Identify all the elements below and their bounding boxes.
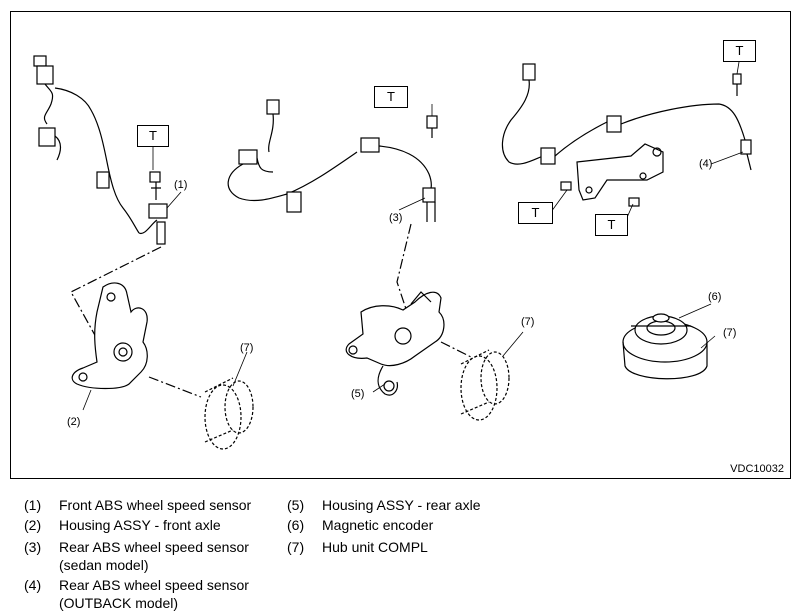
exploded-view-drawing [33, 55, 752, 450]
legend-text: Housing ASSY - front axle [59, 517, 221, 533]
diagram-frame: T T T T T (1) (2) (3) (4) (5) (6) (7) (7… [10, 11, 791, 479]
legend-num: (6) [287, 517, 305, 533]
legend-text: Magnetic encoder [322, 517, 434, 533]
rear-guide-line-2 [440, 341, 472, 358]
figure-id: VDC10032 [730, 463, 784, 475]
callout-2: (2) [67, 416, 81, 428]
rear-hub-unit [460, 349, 510, 421]
torque-box-front: T [137, 125, 169, 147]
legend-text: Front ABS wheel speed sensor [59, 497, 252, 513]
rear-abs-sensor-sedan [227, 99, 438, 222]
torque-box-sedan: T [374, 86, 408, 108]
rear-axle-housing [345, 291, 445, 396]
legend-num: (3) [24, 539, 42, 555]
callout-6: (6) [708, 291, 722, 303]
callout-5: (5) [351, 388, 365, 400]
callout-7-front-hub: (7) [240, 342, 254, 354]
torque-box-bracket-right: T [595, 214, 628, 236]
front-guide-line-2 [148, 376, 202, 398]
legend-text: Rear ABS wheel speed sensor [59, 577, 249, 593]
callout-7-rear-hub: (7) [723, 327, 737, 339]
legend-text: Rear ABS wheel speed sensor [59, 539, 249, 555]
legend-num: (5) [287, 497, 305, 513]
legend-text: (sedan model) [59, 557, 149, 573]
legend-num: (4) [24, 577, 42, 593]
callout-1: (1) [174, 179, 188, 191]
legend-num: (1) [24, 497, 42, 513]
hub-unit-compl [622, 313, 708, 380]
front-axle-housing [71, 282, 148, 390]
legend-num: (7) [287, 539, 305, 555]
callout-4: (4) [699, 158, 713, 170]
callout-3: (3) [389, 212, 403, 224]
legend-text: Hub unit COMPL [322, 539, 428, 555]
legend-num: (2) [24, 517, 42, 533]
legend-text: (OUTBACK model) [59, 595, 179, 611]
callout-7-rear-disc: (7) [521, 316, 535, 328]
front-hub-unit [204, 377, 254, 450]
torque-box-outback-top: T [723, 40, 756, 62]
rear-guide-line [396, 223, 412, 313]
legend-text: Housing ASSY - rear axle [322, 497, 481, 513]
rear-abs-sensor-outback [501, 63, 752, 207]
torque-box-bracket-left: T [518, 202, 553, 224]
front-abs-sensor-harness [33, 55, 168, 245]
